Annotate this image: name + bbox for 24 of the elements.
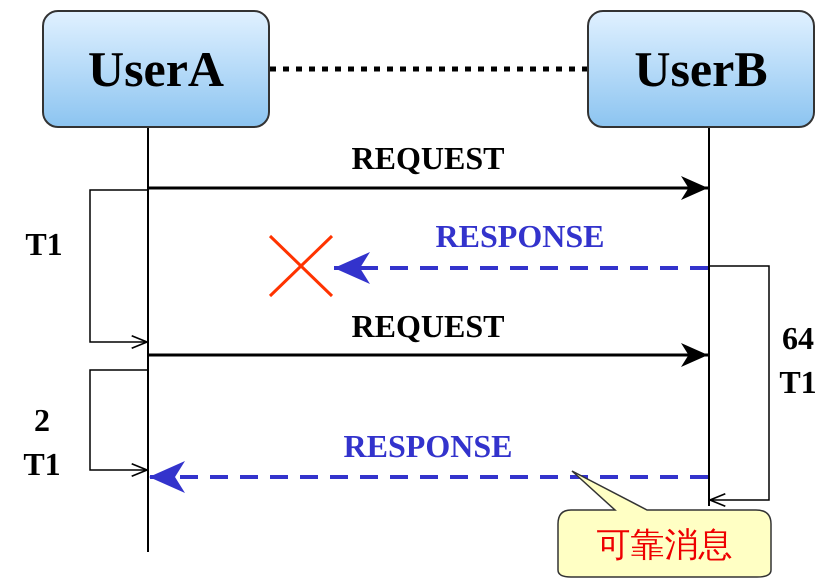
participant-box [587,10,815,128]
speech-bubble [557,470,772,578]
timer-arrow [709,265,770,508]
timer-arrow [89,369,148,478]
message-label: REQUEST [352,308,504,345]
message-arrow [149,176,708,200]
message-arrow [149,461,708,493]
message-label: RESPONSE [344,428,512,465]
callout-text: 可靠消息 [596,524,734,567]
message-label: RESPONSE [436,218,604,255]
timer-label: 64 T1 [778,319,818,402]
timer-label: T1 [25,226,63,263]
message-arrow [334,252,708,284]
lifeline [147,128,149,552]
timer-arrow [89,189,148,350]
timer-label: 2 T1 [22,401,62,484]
association-line [270,66,587,72]
message-label: REQUEST [352,140,504,177]
participant-name: UserA [88,40,224,98]
message-arrow [149,343,708,367]
cross-mark [268,234,334,298]
lifeline [708,128,710,506]
participant-name: UserB [634,40,768,98]
participant-box [42,10,270,128]
